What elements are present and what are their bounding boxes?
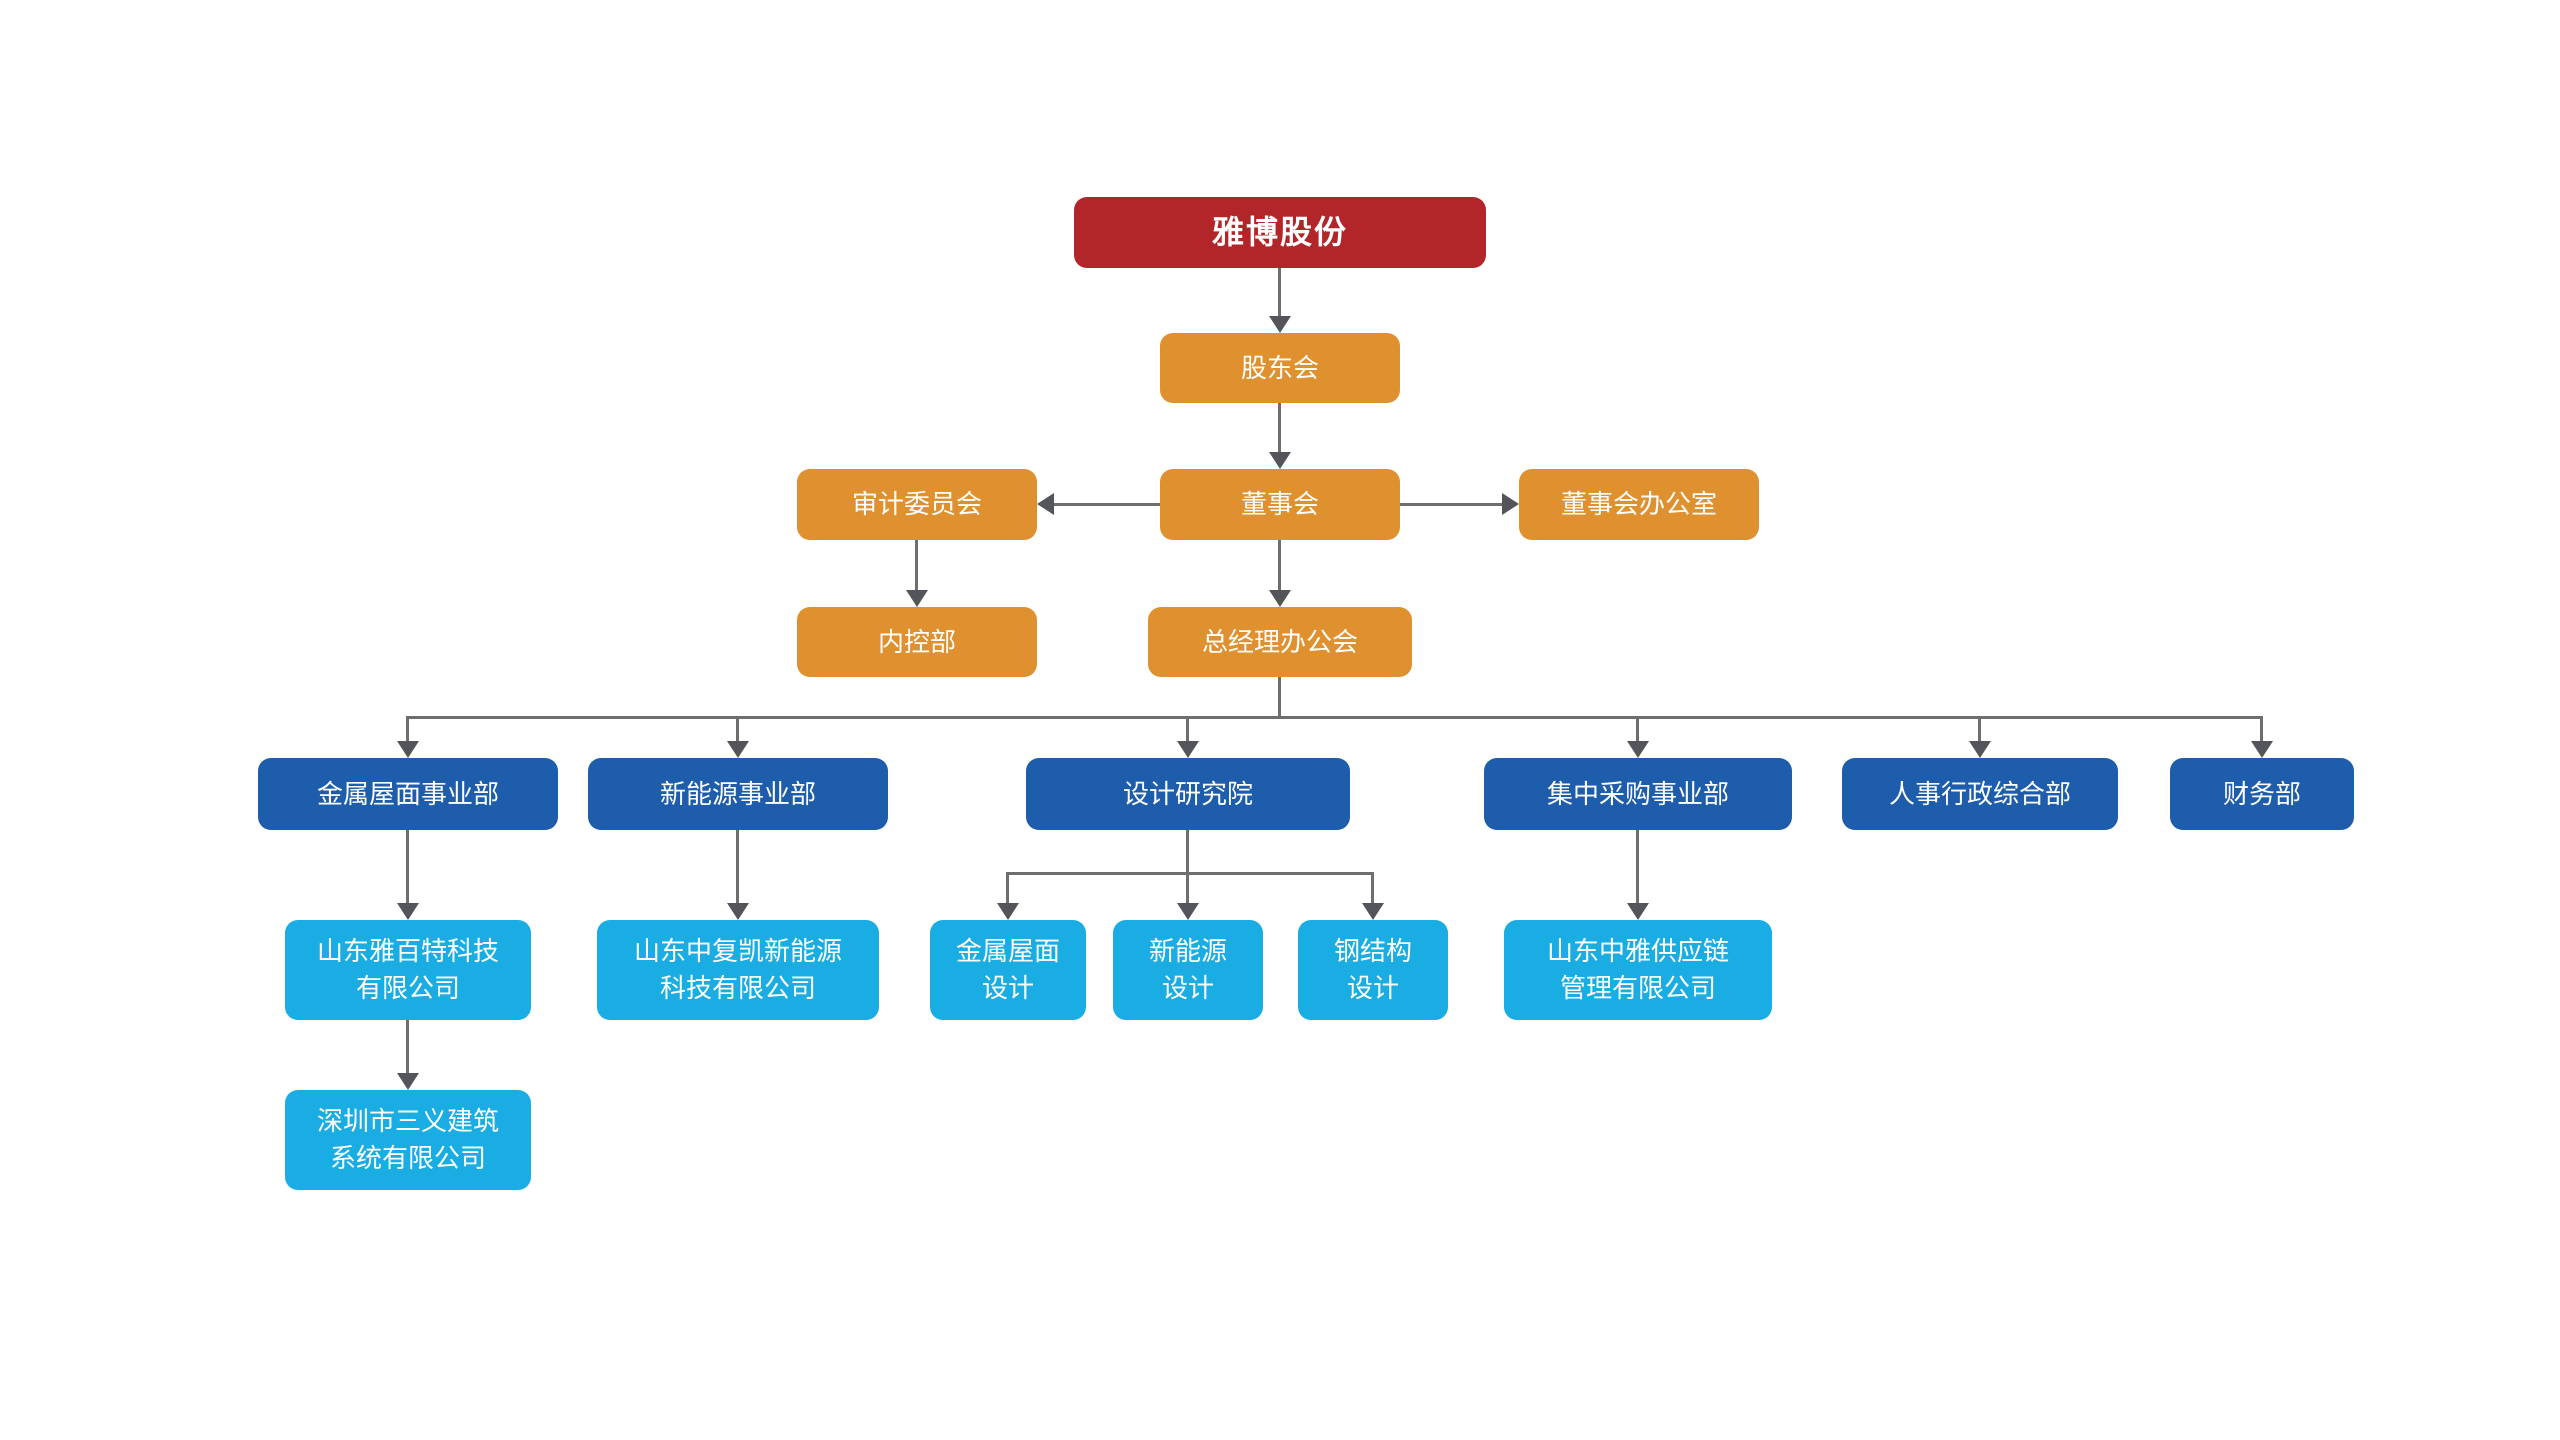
node-finance-dept: 财务部 bbox=[2170, 758, 2354, 830]
node-shareholders-meeting: 股东会 bbox=[1160, 333, 1400, 403]
edge-procurement-zhongya-line bbox=[1636, 830, 1639, 905]
edge-board-office-line bbox=[1400, 503, 1504, 506]
design-branch-stem-line bbox=[1186, 830, 1189, 874]
node-hr-admin-dept: 人事行政综合部 bbox=[1842, 758, 2118, 830]
edge-audit-internal-control-line bbox=[915, 540, 918, 591]
edge-trunk-procurement-arrowhead-icon bbox=[1627, 741, 1649, 758]
node-new-energy-division: 新能源事业部 bbox=[588, 758, 888, 830]
edge-audit-internal-control-arrowhead-icon bbox=[906, 590, 928, 607]
node-board-office: 董事会办公室 bbox=[1519, 469, 1759, 540]
edge-yabaite-sanyi-arrowhead-icon bbox=[397, 1073, 419, 1090]
edge-procurement-zhongya-arrowhead-icon bbox=[1627, 903, 1649, 920]
edge-trunk-hr-admin-arrowhead-icon bbox=[1969, 741, 1991, 758]
node-procurement-division: 集中采购事业部 bbox=[1484, 758, 1792, 830]
edge-new-energy-zhongfukai-line bbox=[736, 830, 739, 905]
edge-trunk-metal-roof-arrowhead-icon bbox=[397, 741, 419, 758]
edge-new-energy-zhongfukai-arrowhead-icon bbox=[727, 903, 749, 920]
edge-trunk-metal-roof-line bbox=[406, 716, 409, 744]
edge-root-shareholders-line bbox=[1278, 268, 1281, 318]
node-audit-committee: 审计委员会 bbox=[797, 469, 1037, 540]
node-metal-roof-design: 金属屋面 设计 bbox=[930, 920, 1086, 1020]
edge-design-new-energy-design-arrowhead-icon bbox=[1177, 903, 1199, 920]
node-shandong-zhongya-supply-chain: 山东中雅供应链 管理有限公司 bbox=[1504, 920, 1772, 1020]
trunk-horizontal-line bbox=[407, 716, 2263, 719]
edge-design-new-energy-design-line bbox=[1186, 872, 1189, 905]
edge-trunk-finance-arrowhead-icon bbox=[2251, 741, 2273, 758]
edge-trunk-new-energy-line bbox=[736, 716, 739, 744]
node-design-institute: 设计研究院 bbox=[1026, 758, 1350, 830]
node-steel-structure-design: 钢结构 设计 bbox=[1298, 920, 1448, 1020]
edge-yabaite-sanyi-line bbox=[406, 1020, 409, 1075]
node-board-of-directors: 董事会 bbox=[1160, 469, 1400, 540]
edge-board-gm-arrowhead-icon bbox=[1269, 590, 1291, 607]
node-shandong-zhongfukai: 山东中复凯新能源 科技有限公司 bbox=[597, 920, 879, 1020]
node-internal-control-dept: 内控部 bbox=[797, 607, 1037, 677]
edge-metal-roof-yabaite-line bbox=[406, 830, 409, 905]
edge-shareholders-board-arrowhead-icon bbox=[1269, 452, 1291, 469]
edge-trunk-design-institute-line bbox=[1186, 716, 1189, 744]
node-gm-office-meeting: 总经理办公会 bbox=[1148, 607, 1412, 677]
edge-design-steel-design-line bbox=[1371, 872, 1374, 905]
edge-design-metal-roof-design-arrowhead-icon bbox=[997, 903, 1019, 920]
edge-trunk-new-energy-arrowhead-icon bbox=[727, 741, 749, 758]
edge-root-shareholders-arrowhead-icon bbox=[1269, 316, 1291, 333]
edge-trunk-procurement-line bbox=[1636, 716, 1639, 744]
node-metal-roof-division: 金属屋面事业部 bbox=[258, 758, 558, 830]
edge-board-audit-arrowhead-icon bbox=[1037, 493, 1054, 515]
edge-board-gm-line bbox=[1278, 540, 1281, 591]
edge-board-audit-line bbox=[1052, 503, 1160, 506]
node-shenzhen-sanyi-building: 深圳市三义建筑 系统有限公司 bbox=[285, 1090, 531, 1190]
edge-trunk-finance-line bbox=[2260, 716, 2263, 744]
edge-design-steel-design-arrowhead-icon bbox=[1362, 903, 1384, 920]
design-branch-horizontal-line bbox=[1007, 872, 1373, 875]
node-new-energy-design: 新能源 设计 bbox=[1113, 920, 1263, 1020]
edge-trunk-hr-admin-line bbox=[1978, 716, 1981, 744]
edge-metal-roof-yabaite-arrowhead-icon bbox=[397, 903, 419, 920]
edge-trunk-design-institute-arrowhead-icon bbox=[1177, 741, 1199, 758]
trunk-stem-line bbox=[1278, 677, 1281, 719]
edge-design-metal-roof-design-line bbox=[1006, 872, 1009, 905]
edge-board-office-arrowhead-icon bbox=[1502, 493, 1519, 515]
edge-shareholders-board-line bbox=[1278, 403, 1281, 453]
node-yabo-holdings: 雅博股份 bbox=[1074, 197, 1486, 268]
node-shandong-yabaite: 山东雅百特科技 有限公司 bbox=[285, 920, 531, 1020]
